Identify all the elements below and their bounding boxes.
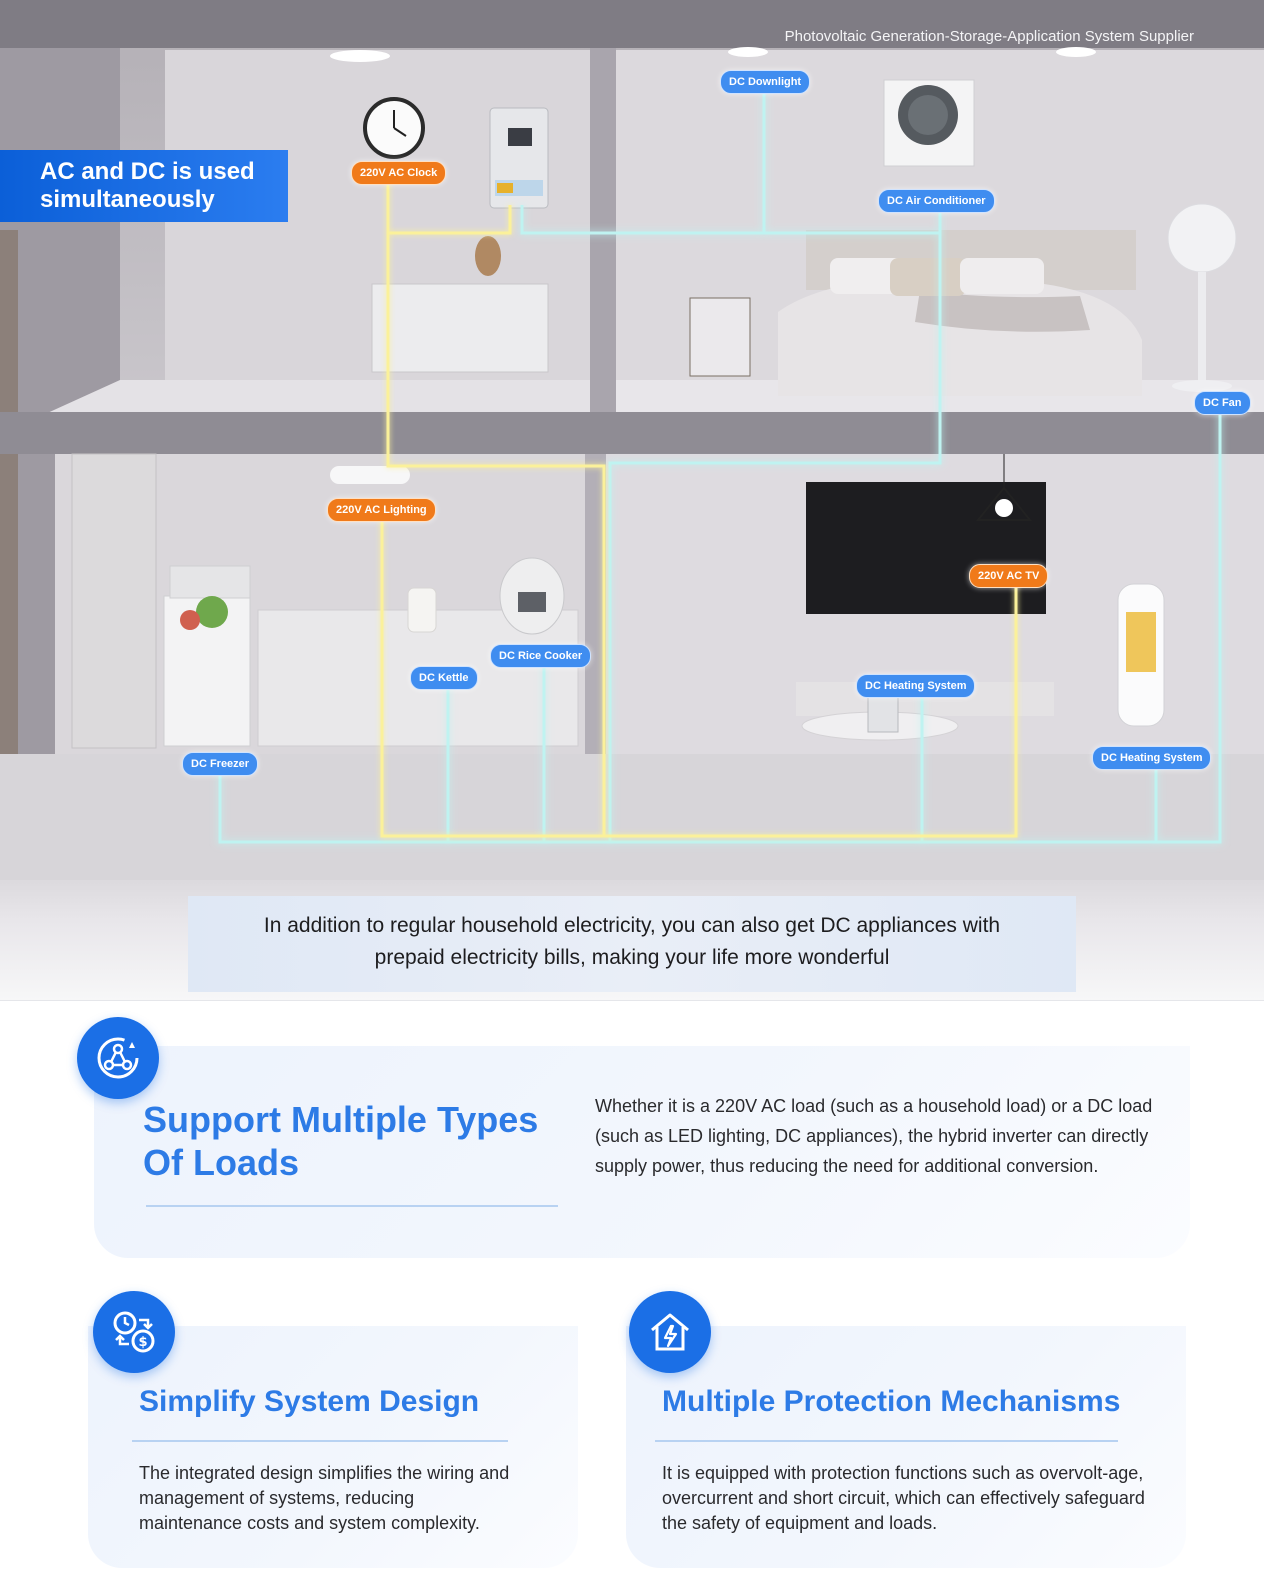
- downstairs-divider: [585, 454, 606, 754]
- wall-clock: [363, 97, 425, 159]
- dc-wiring: [218, 90, 1222, 844]
- supplier-tagline: Photovoltaic Generation-Storage-Applicat…: [784, 28, 1194, 45]
- svg-text:$: $: [138, 1335, 147, 1350]
- ceiling-light-right-2: [1056, 47, 1096, 57]
- feature-body-design: The integrated design simplifies the wir…: [139, 1463, 510, 1533]
- hero-house-illustration: Photovoltaic Generation-Storage-Applicat…: [0, 0, 1264, 1000]
- feature-card-protection: [626, 1326, 1186, 1568]
- air-conditioner: [883, 79, 975, 167]
- nightstand: [689, 297, 751, 377]
- ceiling-light-upstairs: [330, 50, 390, 62]
- pendant-lamp: [975, 454, 1033, 521]
- load-network-icon: [77, 1017, 159, 1099]
- feature-body-loads: Whether it is a 220V AC load (such as a …: [595, 1096, 1153, 1176]
- feature-rule-loads: [146, 1205, 558, 1207]
- feature-card-design: [88, 1326, 578, 1568]
- label-dc-kettle: DC Kettle: [410, 666, 478, 690]
- feature-body-protection: It is equipped with protection functions…: [662, 1463, 1145, 1533]
- ground-floor: [0, 754, 1264, 880]
- kettle: [407, 587, 437, 633]
- ceiling-light-right-1: [728, 47, 768, 57]
- banner-line-1: AC and DC is used: [40, 158, 255, 185]
- feature-title-loads-line-2: Of Loads: [143, 1142, 300, 1183]
- house-shield-bolt-icon: [629, 1291, 711, 1373]
- section-divider: [0, 1000, 1264, 1001]
- roof-band: [0, 0, 1264, 48]
- label-dc-downlight: DC Downlight: [720, 70, 811, 94]
- label-220v-ac-tv: 220V AC TV: [969, 564, 1049, 588]
- feature-rule-design: [132, 1440, 508, 1442]
- standing-fan: [1167, 203, 1237, 392]
- feature-title-loads-line-1: Support Multiple Types: [143, 1099, 539, 1140]
- feature-title-loads: Support Multiple Types Of Loads: [143, 1098, 573, 1184]
- bed: [778, 230, 1142, 396]
- feature-card-loads: [94, 1046, 1190, 1258]
- bust-sculpture: [475, 236, 501, 276]
- outdoor-wall-left: [0, 230, 18, 830]
- mid-floor-slab: [0, 412, 1264, 454]
- label-dc-fan: DC Fan: [1194, 391, 1251, 415]
- hero-caption: In addition to regular household electri…: [188, 896, 1076, 992]
- banner-line-2: simultaneously: [40, 186, 215, 213]
- hybrid-inverter: [489, 107, 549, 209]
- ceiling-light-kitchen: [330, 466, 410, 484]
- label-dc-air-conditioner: DC Air Conditioner: [878, 189, 995, 213]
- heater-tower: [1117, 583, 1165, 727]
- sideboard: [371, 283, 549, 373]
- caption-line-2: prepaid electricity bills, making your l…: [374, 946, 890, 969]
- label-220v-ac-lighting: 220V AC Lighting: [327, 498, 436, 522]
- clock-dollar-exchange-icon: $: [93, 1291, 175, 1373]
- label-dc-heating-system-2: DC Heating System: [1092, 746, 1212, 770]
- label-220v-ac-clock: 220V AC Clock: [351, 161, 447, 185]
- rice-cooker: [499, 557, 565, 635]
- feature-title-design: Simplify System Design: [139, 1385, 480, 1418]
- feature-title-protection: Multiple Protection Mechanisms: [662, 1385, 1121, 1418]
- heater-small: [867, 695, 899, 733]
- label-dc-heating-system-1: DC Heating System: [856, 674, 976, 698]
- ac-dc-banner: AC and DC is used simultaneously: [0, 150, 288, 222]
- ac-wiring: [380, 180, 1018, 838]
- chest-freezer: [163, 565, 251, 747]
- label-dc-freezer: DC Freezer: [182, 752, 259, 776]
- feature-rule-protection: [655, 1440, 1118, 1442]
- label-dc-rice-cooker: DC Rice Cooker: [490, 644, 592, 668]
- caption-line-1: In addition to regular household electri…: [263, 914, 1001, 937]
